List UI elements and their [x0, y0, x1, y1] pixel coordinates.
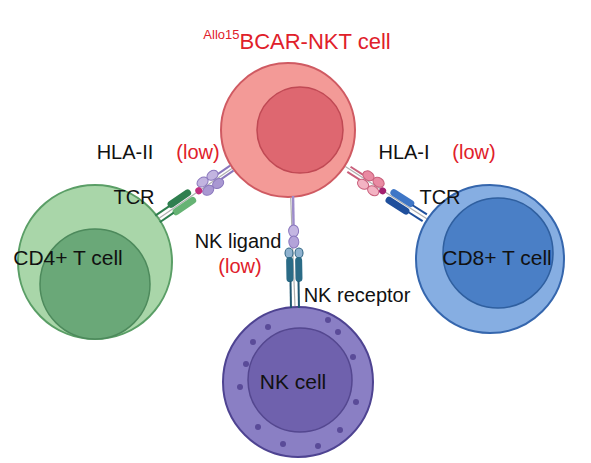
tcr-chain — [171, 196, 197, 217]
granule — [243, 361, 249, 367]
receptor-stem — [290, 281, 292, 308]
cell-membrane — [221, 63, 355, 197]
cell-membrane — [223, 307, 373, 457]
hla-stem — [221, 171, 233, 179]
granule — [255, 424, 261, 430]
peptide-dot — [378, 186, 388, 196]
cell-name: BCAR-NKT cell — [239, 30, 390, 54]
binding-connector — [159, 168, 231, 218]
hla-domain — [205, 168, 220, 182]
granule — [265, 324, 271, 330]
granule — [250, 339, 256, 345]
receptor-chain — [286, 257, 293, 282]
receptor-head — [295, 248, 303, 258]
hla-stem — [218, 166, 230, 174]
cell-name: CD8+ T cell — [442, 246, 552, 270]
cell-nucleus — [248, 328, 352, 432]
cell-nucleus — [443, 198, 553, 308]
superscript-label: Allo15 — [203, 28, 239, 41]
granule — [353, 399, 359, 405]
hla-domain — [211, 176, 226, 190]
granule — [350, 354, 356, 360]
binding-connector — [345, 167, 426, 219]
peptide-dot — [194, 186, 204, 196]
hla-domain — [366, 184, 381, 198]
cell: Allo15BCAR-NKT cell — [220, 62, 356, 198]
granule — [325, 317, 331, 323]
cell-nucleus — [40, 229, 150, 339]
cell-membrane — [416, 185, 564, 333]
annotation-label: NK receptor — [302, 282, 412, 308]
ligand-domain — [289, 236, 299, 248]
annotation-label: (low) — [452, 139, 495, 165]
tcr-stem — [155, 206, 169, 216]
granule — [315, 443, 321, 449]
hla-domain — [195, 175, 210, 189]
annotation-label: (low) — [218, 253, 261, 279]
annotation-label: HLA-II — [97, 139, 154, 165]
granule — [337, 427, 343, 433]
hla-domain — [356, 177, 371, 191]
hla-stem — [351, 167, 364, 175]
ligand-domain — [289, 225, 299, 237]
cell-name: CD4+ T cell — [13, 246, 123, 270]
cell: NK cell — [222, 306, 374, 458]
hla-domain — [371, 175, 386, 189]
tcr-chain — [384, 195, 411, 215]
cell-heading: Allo15BCAR-NKT cell — [203, 30, 390, 54]
binding-connector — [291, 198, 295, 306]
nk-ligand-receptor-complex — [284, 196, 304, 308]
cell-shape — [220, 62, 356, 198]
hla-stem — [347, 172, 360, 180]
annotation-label: HLA-I — [378, 139, 429, 165]
tcr-chain — [166, 188, 192, 209]
granule — [335, 329, 341, 335]
cell-nucleus — [257, 87, 343, 173]
hla-domain — [361, 169, 376, 183]
granule — [280, 441, 286, 447]
cell-name: NK cell — [260, 370, 327, 394]
receptor-stem — [298, 281, 300, 308]
granule — [237, 384, 243, 390]
annotation-label: (low) — [176, 139, 219, 165]
annotation-label: TCR — [419, 184, 460, 210]
hla-ii-tcr-complex — [152, 160, 237, 227]
hla-i-tcr-complex — [344, 161, 430, 225]
receptor-chain — [295, 257, 302, 282]
tcr-chain — [389, 188, 416, 208]
annotation-label: TCR — [113, 184, 154, 210]
annotation-label: NK ligand — [195, 228, 282, 254]
hla-domain — [201, 183, 216, 197]
tcr-stem — [408, 212, 422, 221]
receptor-head — [285, 248, 293, 258]
ligand-stem — [292, 196, 295, 226]
tcr-stem — [160, 213, 174, 223]
